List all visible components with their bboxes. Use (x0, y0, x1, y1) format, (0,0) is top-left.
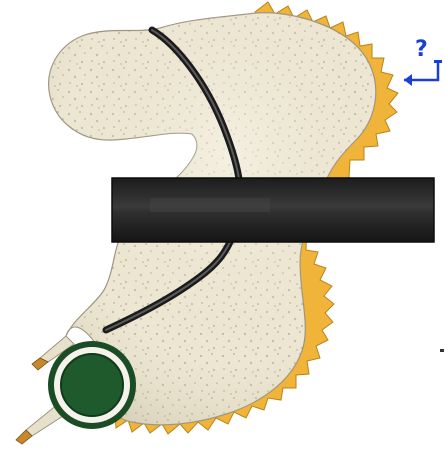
return-arrow-icon (404, 60, 442, 86)
strap-band (112, 178, 434, 242)
help-glyph: ? (415, 37, 428, 62)
tick-mark (440, 349, 444, 352)
help-return-control[interactable]: ? (404, 37, 442, 86)
green-gem (48, 341, 136, 429)
